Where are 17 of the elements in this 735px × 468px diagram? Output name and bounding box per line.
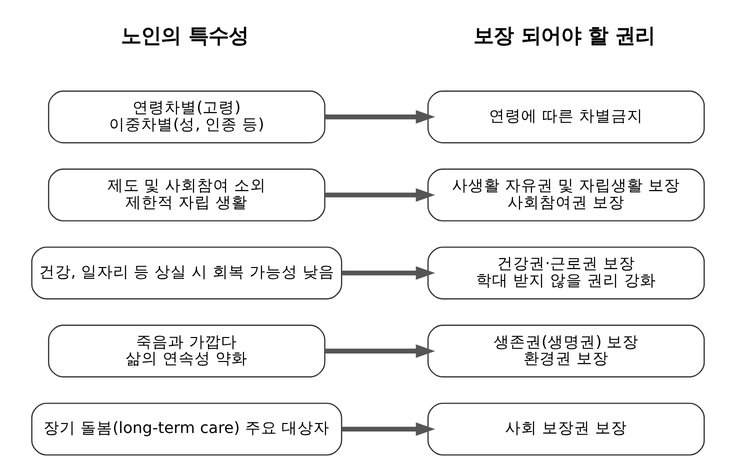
node-box: 건강, 일자리 등 상실 시 회복 가능성 낮음	[30, 246, 342, 300]
node-box: 사생활 자유권 및 자립생활 보장 사회참여권 보장	[426, 168, 704, 222]
node-box: 생존권(생명권) 보장 환경권 보장	[426, 324, 704, 378]
node-box: 사회 보장권 보장	[426, 402, 704, 456]
label: 노인의 특수성	[120, 24, 248, 48]
arrow	[324, 110, 435, 124]
arrow	[341, 422, 435, 436]
node-box: 죽음과 가깝다 삶의 연속성 약화	[48, 324, 325, 378]
arrow	[324, 344, 435, 358]
label: 보장 되어야 할 권리	[473, 24, 654, 48]
node-box: 연령에 따른 차별금지	[426, 90, 704, 144]
node-box: 제도 및 사회참여 소외 제한적 자립 생활	[48, 168, 325, 222]
arrow	[324, 188, 435, 202]
node-box: 장기 돌봄(long-term care) 주요 대상자	[30, 402, 342, 456]
arrow	[341, 266, 435, 280]
node-box: 연령차별(고령) 이중차별(성, 인종 등)	[48, 90, 325, 144]
node-box: 건강권·근로권 보장 학대 받지 않을 권리 강화	[426, 246, 704, 300]
